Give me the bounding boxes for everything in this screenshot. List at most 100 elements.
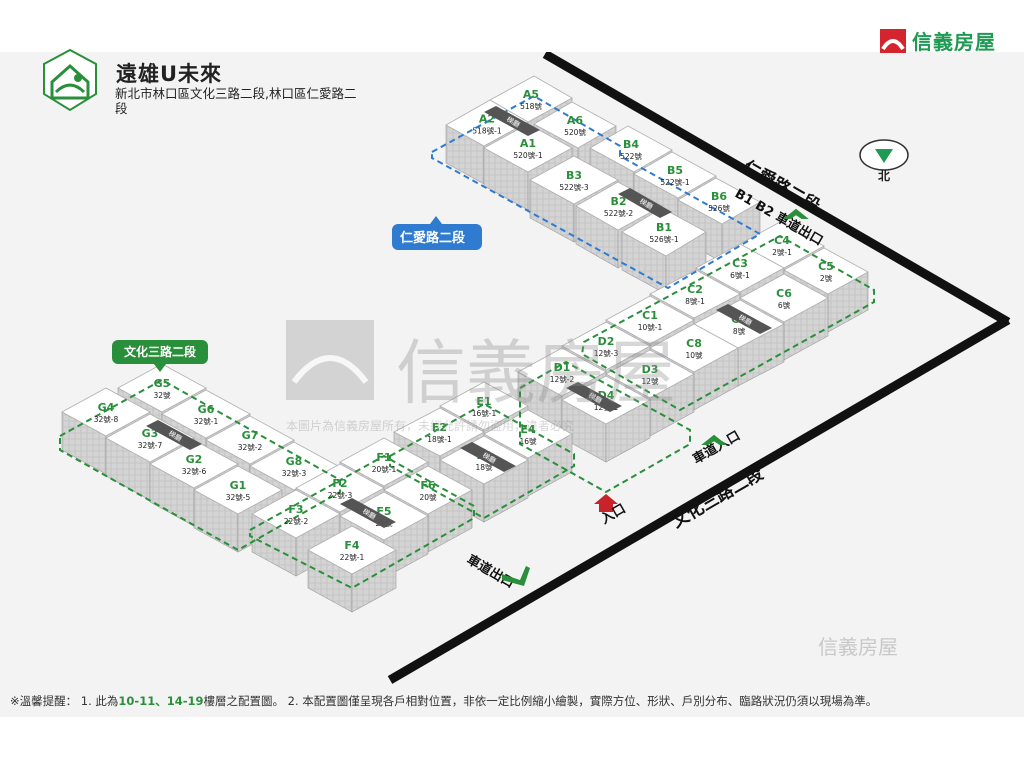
unit-number-b3: 522號-3 <box>559 182 589 192</box>
watermark-corner: 信義房屋 <box>818 635 898 659</box>
unit-number-e4: 16號 <box>519 436 537 446</box>
unit-number-b5: 522號-1 <box>660 177 690 187</box>
unit-number-g4: 32號-8 <box>94 414 119 424</box>
unit-number-b6: 526號 <box>708 203 730 213</box>
unit-block-b1 <box>621 207 707 295</box>
wenhua-road-line <box>387 316 1011 684</box>
unit-code-c5: C5 <box>818 260 834 273</box>
unit-number-f2: 22號-3 <box>328 490 353 500</box>
unit-number-c4: 2號-1 <box>772 247 792 257</box>
zone-g-outline <box>59 378 341 552</box>
north-label: 北 <box>878 168 890 183</box>
watermark-sub: 本圖片為信義房屋所有，未經允許請勿盜用，違者必究 <box>286 418 574 433</box>
unit-code-c8: C8 <box>686 337 702 350</box>
unit-code-b1: B1 <box>656 221 672 234</box>
floor-plan-map: A5518號A2518號-1A6520號A1520號-1B4522號B5522號… <box>59 52 1011 684</box>
unit-number-d1: 12號-2 <box>550 374 575 384</box>
unit-code-c4: C4 <box>774 234 790 247</box>
stair-hall-2 <box>618 188 672 218</box>
unit-code-g5: G5 <box>154 377 171 390</box>
wenhua-road-tag: 文化三路二段 <box>112 340 208 372</box>
unit-code-g2: G2 <box>186 453 203 466</box>
unit-number-g2: 32號-6 <box>182 466 207 476</box>
unit-number-c6: 6號 <box>778 300 791 310</box>
unit-code-g8: G8 <box>286 455 303 468</box>
unit-code-c6: C6 <box>776 287 792 300</box>
footer-note: ※溫馨提醒： 1. 此為10-11、14-19樓層之配置圖。 2. 本配置圖僅呈… <box>10 693 877 709</box>
unit-number-e3: 18號 <box>475 462 493 472</box>
project-address: 新北市林口區文化三路二段,林口區仁愛路二段 <box>115 86 357 116</box>
zone-a-b-outline <box>431 94 763 290</box>
unit-code-b2: B2 <box>610 195 626 208</box>
stair-hall-7 <box>146 420 202 450</box>
unit-code-d2: D2 <box>598 335 615 348</box>
unit-number-c1: 10號-1 <box>638 322 663 332</box>
unit-code-f6: F6 <box>420 479 436 492</box>
unit-number-f3: 22號-2 <box>284 516 309 526</box>
unit-code-a5: A5 <box>523 88 539 101</box>
brand-name: 信義房屋 <box>912 30 996 54</box>
north-compass-icon <box>859 139 909 171</box>
unit-number-d3: 12號 <box>641 376 659 386</box>
unit-code-f1: F1 <box>376 451 391 464</box>
unit-number-c3: 6號-1 <box>730 270 750 280</box>
svg-text:仁愛路二段: 仁愛路二段 <box>400 230 465 246</box>
unit-number-c8: 10號 <box>685 350 703 360</box>
unit-number-c2: 8號-1 <box>685 296 705 306</box>
renai-road-line <box>542 52 1011 326</box>
unit-number-a1: 520號-1 <box>513 150 543 160</box>
unit-number-g1: 32號-5 <box>226 492 251 502</box>
unit-code-c1: C1 <box>642 309 658 322</box>
footer-floors: 10-11、14-19 <box>118 694 204 708</box>
unit-code-a6: A6 <box>567 114 584 127</box>
unit-number-c5: 2號 <box>820 273 833 283</box>
zone-e-outline <box>389 402 575 520</box>
renai-road-tag: 仁愛路二段 <box>392 216 482 250</box>
unit-number-a5: 518號 <box>520 101 542 111</box>
unit-number-g5: 32號 <box>153 390 171 400</box>
unit-number-g7: 32號-2 <box>238 442 263 452</box>
unit-code-f2: F2 <box>332 477 347 490</box>
footer-middle: 樓層之配置圖。 2. 本配置圖僅呈現各戶相對位置，非依一定比例縮小繪製，實際方位… <box>203 694 878 708</box>
unit-number-b1: 526號-1 <box>649 234 679 244</box>
unit-code-f3: F3 <box>288 503 303 516</box>
unit-code-b5: B5 <box>667 164 683 177</box>
unit-number-c7: 8號 <box>733 326 746 336</box>
unit-number-a6: 520號 <box>564 127 586 137</box>
unit-number-e1: 16號-1 <box>472 408 497 418</box>
stair-hall-5 <box>460 442 516 472</box>
unit-code-b4: B4 <box>623 138 639 151</box>
brand-mark-icon <box>880 28 906 53</box>
unit-number-g8: 32號-3 <box>282 468 307 478</box>
main-entry-arrow-icon <box>594 494 618 512</box>
unit-code-c2: C2 <box>687 283 703 296</box>
unit-number-f1: 20號-1 <box>372 464 397 474</box>
watermark: 信義房屋 本圖片為信義房屋所有，未經允許請勿盜用，違者必究 <box>286 320 676 433</box>
unit-code-f4: F4 <box>344 539 360 552</box>
unit-code-g6: G6 <box>198 403 215 416</box>
unit-number-g6: 32號-1 <box>194 416 219 426</box>
zone-d-outline <box>519 360 691 494</box>
unit-code-g7: G7 <box>242 429 259 442</box>
unit-number-b4: 522號 <box>620 151 642 161</box>
unit-code-g1: G1 <box>230 479 247 492</box>
unit-number-f4: 22號-1 <box>340 552 365 562</box>
svg-text:文化三路二段: 文化三路二段 <box>124 344 197 359</box>
unit-number-f6: 20號 <box>419 492 437 502</box>
exit-arrow-icon <box>783 208 809 219</box>
unit-number-a2: 518號-1 <box>472 125 502 135</box>
footer-prefix: ※溫馨提醒： 1. 此為 <box>10 694 119 708</box>
stair-hall-6 <box>340 498 396 528</box>
entrance-arrow-icon <box>701 434 727 445</box>
unit-code-e2: E2 <box>432 421 447 434</box>
unit-code-b6: B6 <box>711 190 727 203</box>
exit-down-arrow-icon <box>502 566 530 586</box>
unit-code-g4: G4 <box>98 401 115 414</box>
unit-number-g3: 32號-7 <box>138 440 163 450</box>
project-title: 遠雄U未來 <box>116 62 223 86</box>
unit-code-d1: D1 <box>554 361 571 374</box>
watermark-main: 信義房屋 <box>396 332 676 414</box>
stair-hall-1 <box>484 106 540 136</box>
project-logo <box>38 48 102 116</box>
brand-logo: 信義房屋 <box>880 26 996 55</box>
